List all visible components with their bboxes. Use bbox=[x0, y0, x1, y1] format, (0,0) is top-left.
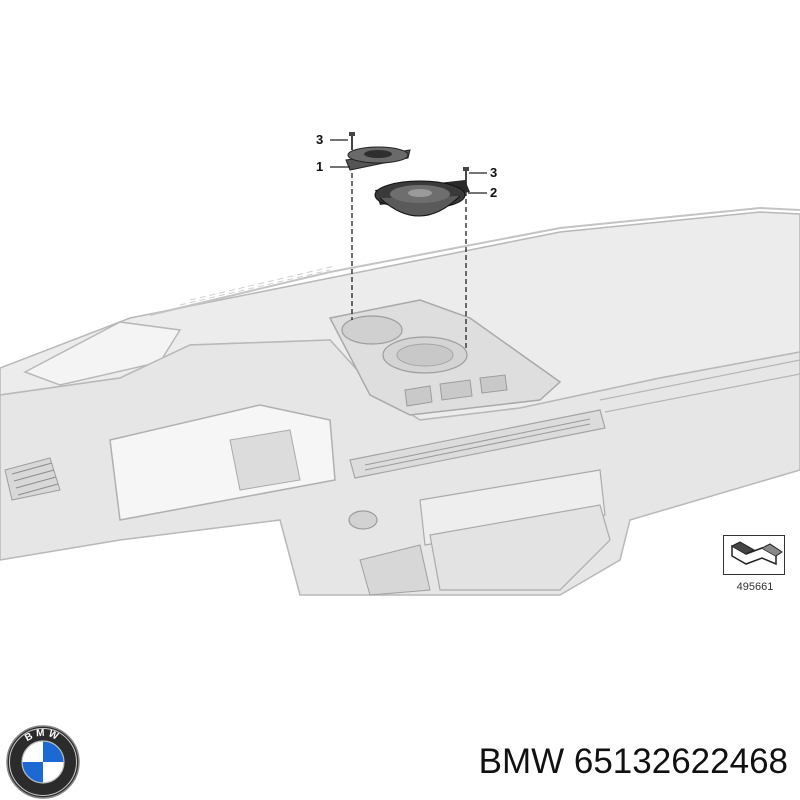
start-button bbox=[348, 510, 378, 530]
right-trim-line bbox=[599, 359, 800, 413]
center-vent-strip bbox=[349, 409, 606, 479]
brand-name: BMW bbox=[478, 742, 565, 781]
reference-number: 495661 bbox=[736, 581, 774, 593]
callout-screw-left: 3 bbox=[316, 132, 324, 147]
callout-screw-right: 3 bbox=[490, 165, 498, 180]
tweeter-speaker-icon bbox=[345, 146, 411, 171]
part-caption: BMW 65132622468 bbox=[479, 742, 788, 782]
svg-text:BMW: BMW bbox=[23, 728, 62, 744]
callout-tweeter: 1 bbox=[316, 159, 324, 174]
logo-lettering: BMW bbox=[23, 728, 59, 744]
steering-bracket bbox=[229, 429, 301, 491]
left-vent-slats bbox=[11, 462, 59, 496]
tweeter-mount bbox=[341, 315, 403, 345]
bmw-roundel-logo: BMW bbox=[6, 725, 80, 799]
view-direction-icon bbox=[731, 541, 783, 566]
reference-view-box bbox=[723, 535, 785, 575]
center-vent-slats bbox=[364, 418, 591, 471]
midrange-speaker-icon bbox=[374, 180, 470, 217]
screw-icon-left bbox=[349, 132, 355, 150]
lower-trim-bracket bbox=[359, 544, 431, 596]
dashboard-speaker-diagram bbox=[0, 132, 800, 596]
left-air-vent bbox=[4, 457, 61, 501]
callout-midrange: 2 bbox=[490, 185, 498, 200]
cluster-hood bbox=[23, 321, 182, 386]
lower-center-console bbox=[419, 469, 606, 546]
defrost-grille bbox=[179, 265, 336, 306]
center-stack-switches bbox=[404, 374, 508, 407]
part-number: 65132622468 bbox=[573, 742, 788, 781]
windshield-edge bbox=[149, 206, 800, 316]
